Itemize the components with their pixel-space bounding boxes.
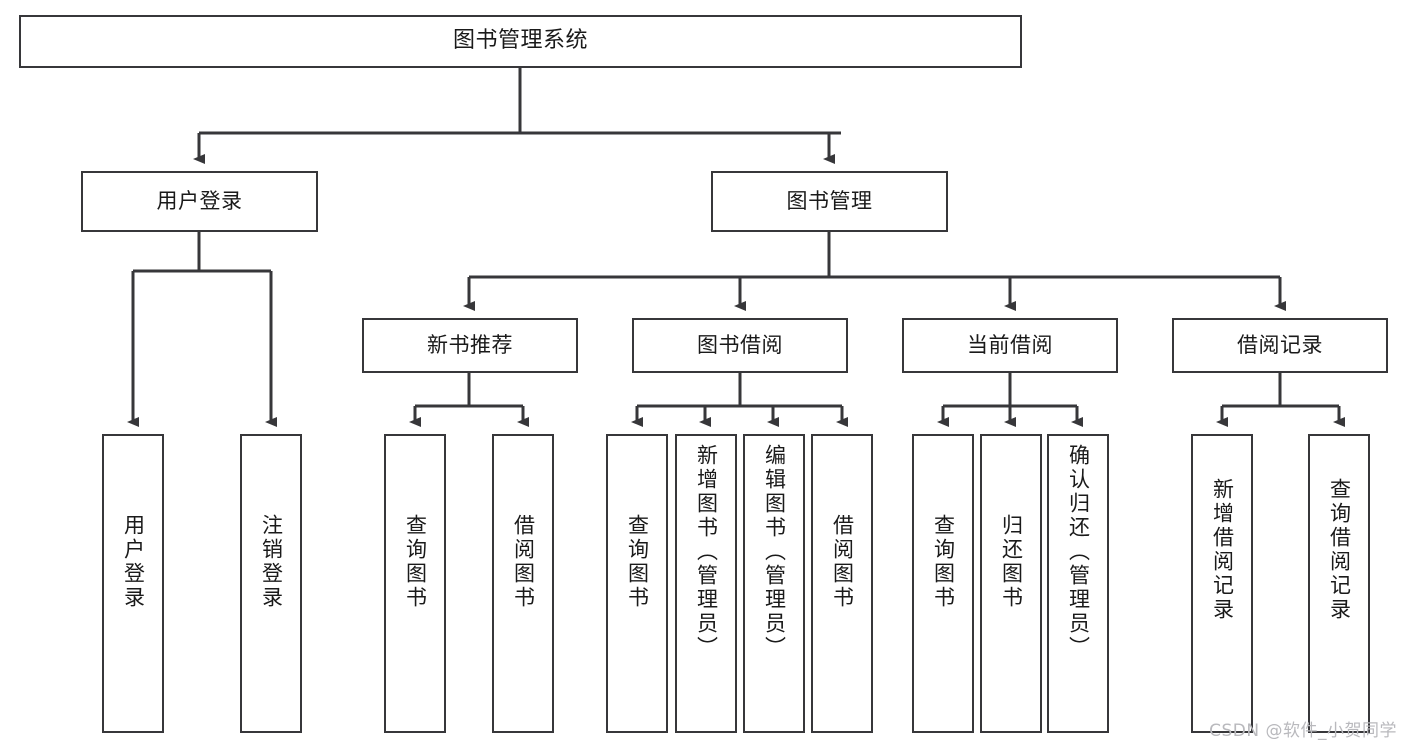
- node-label: 用户登录: [121, 514, 146, 610]
- node-label: 编辑图书（管理员）: [762, 444, 787, 660]
- node-label: 借阅记录: [1237, 332, 1323, 357]
- node-label: 借阅图书: [830, 514, 855, 610]
- leaf-query-borrow-record[interactable]: 查询借阅记录: [1308, 434, 1370, 733]
- node-label: 归还图书: [999, 514, 1024, 610]
- node-label: 当前借阅: [967, 332, 1053, 357]
- leaf-confirm-return-admin[interactable]: 确认归还（管理员）: [1047, 434, 1109, 733]
- node-label: 图书管理: [786, 188, 873, 213]
- node-label: 借阅图书: [511, 514, 536, 610]
- node-book-management[interactable]: 图书管理: [711, 171, 948, 232]
- leaf-borrow-book[interactable]: 借阅图书: [811, 434, 873, 733]
- leaf-edit-book-admin[interactable]: 编辑图书（管理员）: [743, 434, 805, 733]
- csdn-watermark: CSDN @软件_小贺同学: [1209, 721, 1397, 741]
- leaf-add-borrow-record[interactable]: 新增借阅记录: [1191, 434, 1253, 733]
- node-book-borrow[interactable]: 图书借阅: [632, 318, 848, 373]
- node-label: 查询图书: [403, 514, 428, 610]
- node-label: 图书管理系统: [452, 28, 588, 54]
- node-label: 图书借阅: [697, 332, 783, 357]
- node-label: 新增借阅记录: [1210, 478, 1235, 622]
- node-label: 注销登录: [259, 514, 284, 610]
- leaf-query-book-current[interactable]: 查询图书: [912, 434, 974, 733]
- node-label: 查询借阅记录: [1327, 478, 1352, 622]
- node-user-login[interactable]: 用户登录: [81, 171, 318, 232]
- node-label: 新书推荐: [427, 332, 513, 357]
- node-label: 确认归还（管理员）: [1066, 444, 1091, 660]
- leaf-user-login[interactable]: 用户登录: [102, 434, 164, 733]
- node-root-system[interactable]: 图书管理系统: [19, 15, 1022, 68]
- node-label: 查询图书: [625, 514, 650, 610]
- leaf-query-book-recommend[interactable]: 查询图书: [384, 434, 446, 733]
- leaf-add-book-admin[interactable]: 新增图书（管理员）: [675, 434, 737, 733]
- node-label: 查询图书: [931, 514, 956, 610]
- node-current-borrow[interactable]: 当前借阅: [902, 318, 1118, 373]
- node-label: 新增图书（管理员）: [694, 444, 719, 660]
- leaf-return-book[interactable]: 归还图书: [980, 434, 1042, 733]
- leaf-borrow-book-recommend[interactable]: 借阅图书: [492, 434, 554, 733]
- node-borrow-record[interactable]: 借阅记录: [1172, 318, 1388, 373]
- leaf-query-book-borrow[interactable]: 查询图书: [606, 434, 668, 733]
- node-label: 用户登录: [156, 188, 243, 213]
- node-new-book-recommend[interactable]: 新书推荐: [362, 318, 578, 373]
- leaf-logout[interactable]: 注销登录: [240, 434, 302, 733]
